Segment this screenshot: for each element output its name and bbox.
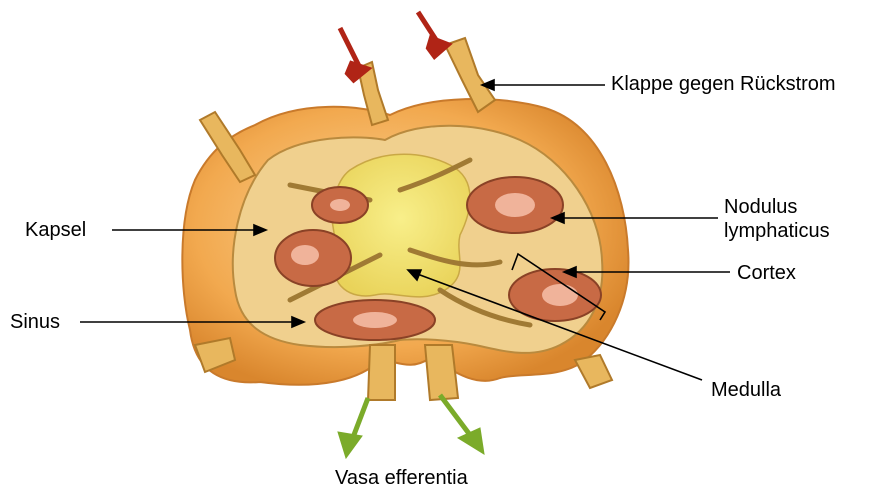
label-medulla: Medulla	[711, 379, 781, 401]
green-arrow-icon	[440, 395, 484, 454]
nodule-center	[330, 199, 350, 211]
label-klappe: Klappe gegen Rückstrom	[611, 73, 836, 95]
nodule-center	[291, 245, 319, 265]
label-nodulus-line2: lymphaticus	[724, 220, 830, 242]
nodule-center	[495, 193, 535, 217]
label-kapsel: Kapsel	[25, 219, 86, 241]
label-sinus: Sinus	[10, 311, 60, 333]
medulla-region	[331, 154, 470, 297]
label-vasa-efferentia: Vasa efferentia	[335, 467, 468, 489]
label-cortex: Cortex	[737, 262, 796, 284]
nodule-center	[542, 284, 578, 306]
green-arrow-icon	[338, 398, 368, 458]
label-nodulus-line1: Nodulus	[724, 196, 797, 218]
nodule-center	[353, 312, 397, 328]
